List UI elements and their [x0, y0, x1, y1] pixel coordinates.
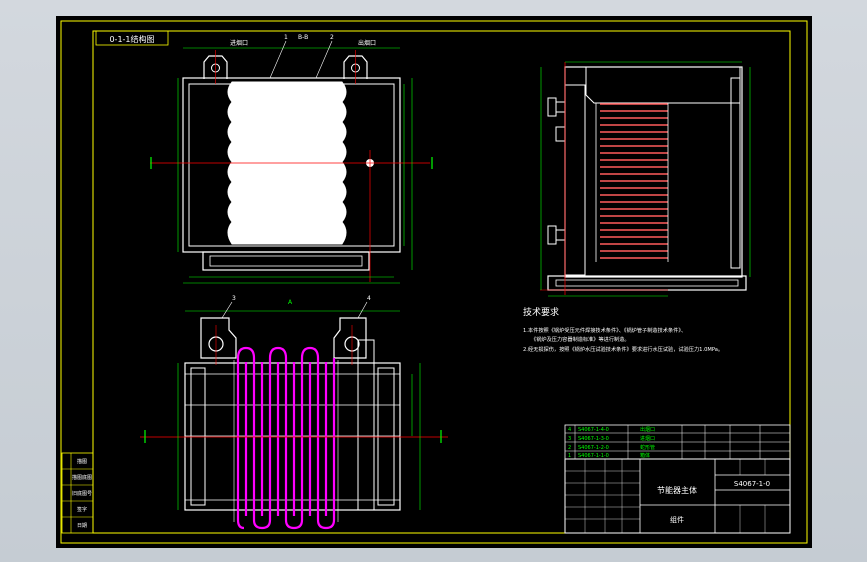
callout-2: 2	[330, 34, 334, 41]
callout-4-leader	[357, 301, 368, 319]
top-view: A 3 4	[140, 295, 448, 530]
revision-side-table: 描图 描图底图 旧底图号 签字 日期	[61, 452, 94, 534]
side-tube-rows	[600, 103, 668, 259]
serpentine-coil	[236, 346, 336, 530]
callout-3-leader	[221, 301, 233, 319]
drawing-name: 节能器主体	[657, 485, 697, 495]
technical-title: 技术要求	[523, 306, 559, 318]
drawing-sheet	[56, 16, 812, 548]
technical-note-1: 1.本件按照《锅炉受压元件焊接技术条件》、《锅炉管子制造技术条件》、	[523, 326, 686, 334]
side-label: 描图	[77, 458, 87, 465]
title-block: 4 S4067-1-4-0 出烟口 3 S4067-1-3-0 进烟口 2 S4…	[564, 424, 791, 534]
sheet-outer-border	[60, 20, 808, 544]
technical-note-3: 2.经无损探伤，按照《锅炉水压试验技术条件》要求进行水压试验，试验压力1.0MP…	[523, 345, 723, 353]
bom-code: S4067-1-2-0	[578, 445, 609, 451]
side-label: 旧底图号	[72, 490, 92, 497]
axis-label: A	[288, 299, 293, 306]
side-label: 描图底图	[72, 474, 92, 481]
coil-outline	[233, 360, 339, 522]
bom-name: 出烟口	[640, 426, 655, 433]
callout-4: 4	[367, 295, 371, 302]
bom-code: S4067-1-4-0	[578, 427, 609, 433]
callout-1: 1	[284, 34, 288, 41]
section-label: B-B	[298, 34, 308, 41]
coil-pass-3	[300, 346, 336, 530]
outlet-label: 出烟口	[358, 39, 376, 47]
side-base-inner	[555, 279, 739, 287]
drawing-sub: 组件	[670, 515, 684, 524]
drawing-number: S4067-1-0	[734, 480, 770, 488]
view-title: 0-1-1结构图	[109, 34, 154, 44]
side-label: 日期	[77, 523, 87, 529]
bom-name: 蛇形管	[640, 444, 655, 451]
coil-pass-2	[268, 346, 304, 530]
top-shell-left-wall	[190, 367, 206, 506]
bom-name: 进烟口	[640, 435, 655, 442]
front-view: 进烟口 出烟口 B-B 1 2	[150, 34, 433, 284]
bom-index: 3	[568, 436, 571, 442]
title-block-grid-right	[739, 459, 766, 533]
sheet-inner-border	[92, 30, 791, 534]
side-table-frame	[61, 452, 94, 534]
bom-code: S4067-1-1-0	[578, 453, 609, 459]
technical-note-2: 《锅炉及压力容器制造标准》等进行制造。	[531, 335, 630, 343]
side-view	[540, 61, 751, 297]
callout-1-leader	[269, 40, 287, 79]
bom-index: 4	[568, 427, 571, 433]
top-shell-outer	[184, 362, 401, 511]
box-base-inner	[209, 255, 363, 267]
bom-index: 2	[568, 445, 571, 451]
top-shell-right-wall	[357, 339, 375, 511]
bom-name: 箱体	[640, 452, 650, 459]
title-block-frame	[564, 458, 791, 534]
top-inlet-nozzle	[200, 317, 237, 359]
callout-2-leader	[315, 40, 333, 79]
view-title-box	[95, 30, 169, 46]
side-right-wall	[730, 77, 741, 269]
coil-pass-4	[244, 362, 328, 516]
bom-index: 1	[568, 453, 571, 459]
signature-grid	[565, 459, 640, 533]
bom-code: S4067-1-3-0	[578, 436, 609, 442]
inlet-label: 进烟口	[230, 39, 248, 47]
box-base	[202, 251, 370, 271]
coil-pass-1	[236, 346, 272, 530]
top-shell-right-wall-2	[377, 367, 395, 506]
callout-3: 3	[232, 295, 236, 302]
side-tube-ends	[595, 103, 669, 262]
side-label: 签字	[77, 506, 87, 513]
coil-inlet-leg	[236, 358, 245, 530]
technical-requirements: 技术要求 1.本件按照《锅炉受压元件焊接技术条件》、《锅炉管子制造技术条件》、 …	[523, 306, 723, 353]
